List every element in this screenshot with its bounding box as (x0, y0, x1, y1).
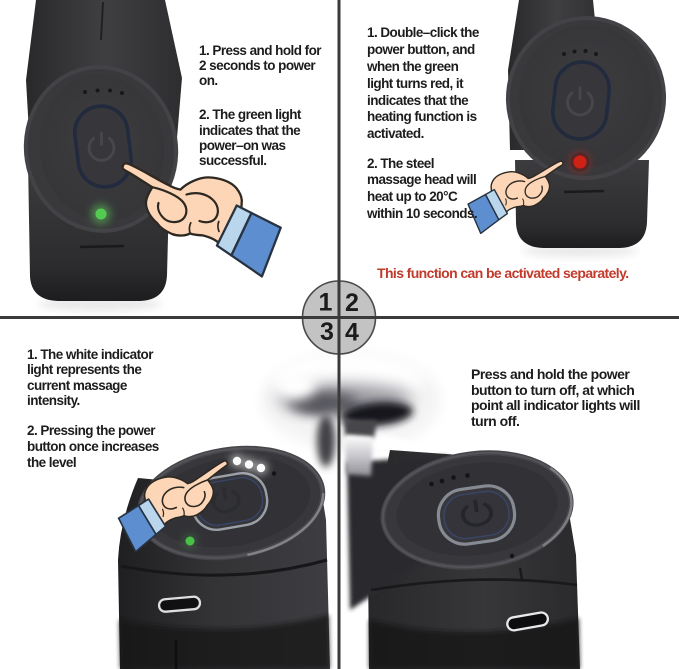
svg-text:2: 2 (345, 289, 359, 317)
svg-text:4: 4 (345, 319, 359, 347)
svg-text:3: 3 (320, 318, 334, 346)
svg-text:1: 1 (319, 288, 333, 316)
